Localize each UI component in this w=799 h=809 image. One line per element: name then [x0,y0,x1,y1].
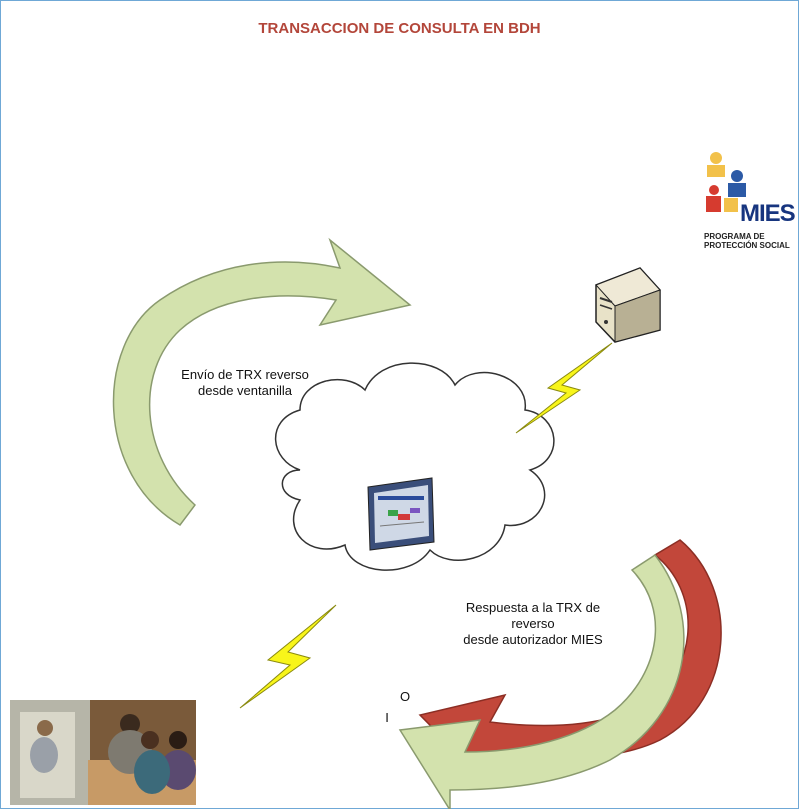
lightning-icon-lower [239,604,337,709]
right-arrow-label-line-3: desde autorizador MIES [463,632,603,647]
mies-logo-subtitle-line-2: PROTECCIÓN SOCIAL [704,241,790,250]
diagram-title: TRANSACCION DE CONSULTA EN BDH [258,20,541,37]
left-arrow-label-line-2: desde ventanilla [198,383,292,398]
mies-logo-subtitle-line-1: PROGRAMA DE [704,232,765,241]
right-arrow-label-line-2: reverso [511,616,555,631]
monitor-icon [367,477,435,551]
label-i: I [385,710,389,725]
mies-logo-subtitle: PROGRAMA DE PROTECCIÓN SOCIAL [704,232,799,250]
lightning-icon [515,342,613,434]
right-arrow-label-line-1: Respuesta a la TRX de [465,600,601,615]
left-arrow-label-line-1: Envío de TRX reverso [181,367,309,382]
mies-logo-figures [706,152,746,212]
right-arrow-label: Respuesta a la TRX de reverso desde auto… [438,600,628,648]
people-photo [10,700,196,805]
label-o: O [399,689,411,704]
cloud-icon [274,362,555,571]
mies-logo-word: MIES [740,200,796,227]
server-icon [595,267,661,343]
left-arrow-label: Envío de TRX reverso desde ventanilla [160,367,330,399]
curved-arrow-icon [112,237,412,526]
curved-arrow-icon-green [398,553,685,809]
